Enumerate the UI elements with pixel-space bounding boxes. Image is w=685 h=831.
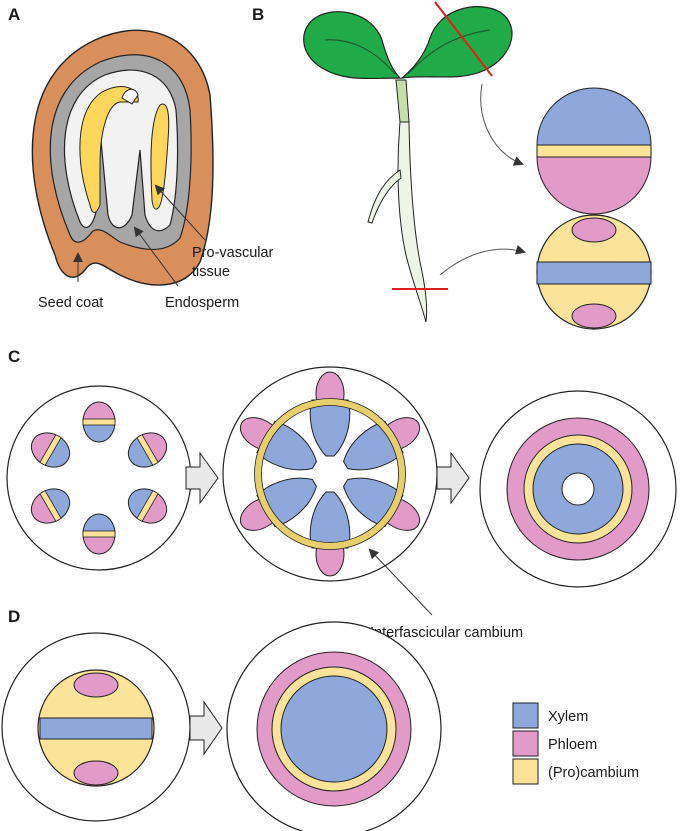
legend-swatch-cambium: [512, 758, 539, 785]
root-cross-section: [536, 214, 652, 330]
interfascicular-label: Interfascicular cambium: [370, 625, 523, 641]
fascicle-xylem: [309, 491, 351, 549]
seed-coat-label: Seed coat: [38, 295, 103, 311]
stage-arrow-d: [189, 700, 223, 756]
cotyledon-left-vein: [324, 39, 396, 75]
root-phloem-bottom: [571, 303, 617, 329]
cotyledon-left: [303, 11, 402, 80]
bundle-procambium: [39, 490, 62, 522]
cotyledon-right-vein: [407, 29, 491, 75]
bundle-xylem: [41, 435, 71, 468]
provascular-label-line1: Pro-vascular: [192, 245, 274, 261]
bundle-xylem: [82, 513, 116, 535]
panel-c-stem: C Interfascicular cambium: [6, 347, 677, 641]
cambium-ring-inner-edge: [261, 405, 399, 543]
panel-label-c: C: [8, 347, 20, 366]
legend-label-xylem: Xylem: [548, 709, 588, 725]
cambium-ring-outer-edge: [254, 398, 406, 550]
panel-d-root: D: [1, 607, 442, 831]
vascular-bundle: [82, 401, 116, 443]
root: [397, 121, 428, 323]
stage-arrow-c1: [185, 451, 219, 505]
bundle-procambium: [136, 434, 159, 466]
leaf-xylem: [536, 87, 652, 146]
cotyledon-right: [399, 6, 513, 79]
legend-label-cambium: (Pro)cambium: [548, 765, 639, 781]
panel-label-d: D: [8, 607, 20, 626]
vascular-bundle: [30, 488, 71, 524]
root-secondary-xylem: [280, 675, 388, 783]
vascular-bundle: [127, 488, 168, 524]
bundle-xylem: [127, 435, 157, 468]
vascular-bundle: [127, 432, 168, 468]
root-phloem-top: [571, 217, 617, 243]
bundle-xylem: [82, 421, 116, 443]
bundle-phloem: [138, 491, 168, 524]
bundle-xylem: [127, 488, 157, 521]
bundle-procambium: [39, 434, 62, 466]
pointer-arrow-root: [439, 244, 526, 276]
bundle-phloem: [138, 432, 168, 465]
interfascicular-arrow: [368, 548, 433, 616]
bundle-phloem: [30, 432, 60, 465]
fascicle-xylem: [309, 399, 351, 457]
provascular-arrow: [154, 184, 206, 241]
leaf-procambium: [536, 144, 652, 158]
legend: Xylem Phloem (Pro)cambium: [512, 702, 639, 785]
bundle-procambium: [136, 490, 159, 522]
stage-arrow-c2: [436, 451, 470, 505]
vascular-bundles: [30, 401, 168, 555]
bundle-xylem: [41, 488, 71, 521]
root-primary-xylem: [39, 717, 153, 740]
shoot-apex: [121, 88, 139, 105]
bundle-phloem: [30, 491, 60, 524]
bundle-phloem: [82, 533, 116, 555]
bundle-procambium: [82, 418, 116, 426]
pith: [561, 472, 595, 506]
lateral-root: [367, 169, 402, 224]
legend-swatch-phloem: [512, 730, 539, 757]
provascular-tissue-right: [150, 103, 170, 210]
panel-b-seedling: B: [252, 1, 652, 330]
interfascicular-cambium-ring: [254, 398, 406, 550]
legend-label-phloem: Phloem: [548, 737, 597, 753]
panel-label-b: B: [252, 5, 264, 24]
panel-a-seed: A Seed coat Endosperm Pro-vascular tissu…: [8, 5, 274, 311]
provascular-tissue-left: [79, 86, 139, 213]
bundle-phloem: [82, 401, 116, 423]
bundle-procambium: [82, 530, 116, 538]
vascular-bundle: [82, 513, 116, 555]
root-primary-phloem-bottom: [73, 760, 119, 786]
endosperm-label: Endosperm: [165, 295, 239, 311]
panel-label-a: A: [8, 5, 20, 24]
vascular-bundle: [30, 432, 71, 468]
leaf-phloem: [536, 156, 652, 215]
hypocotyl: [395, 79, 410, 123]
root-primary-phloem-top: [73, 672, 119, 698]
provascular-label-line2: tissue: [192, 264, 230, 280]
pointer-arrow-cotyledon: [480, 83, 524, 166]
endosperm-arrow: [133, 226, 179, 287]
legend-swatch-xylem: [512, 702, 539, 729]
root-xylem-band: [536, 261, 652, 285]
cut-line-cotyledon: [434, 1, 493, 77]
leaf-cross-section: [536, 87, 652, 215]
